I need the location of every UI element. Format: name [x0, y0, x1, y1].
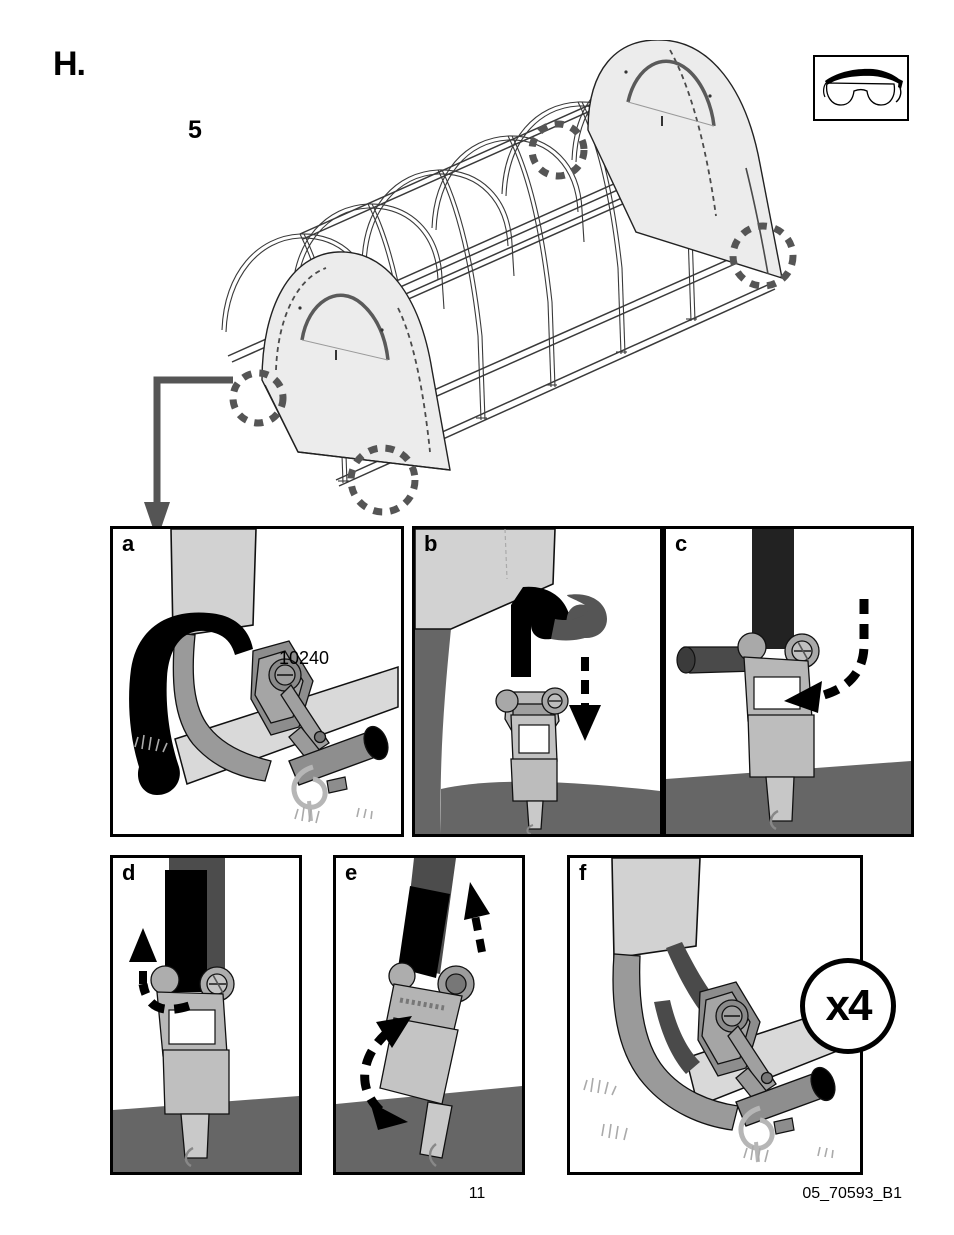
panel-letter: a — [122, 531, 135, 556]
safety-glasses-icon — [813, 55, 909, 121]
pull-up-arrow-icon — [464, 882, 490, 953]
detail-panel-a: a 10240 — [110, 526, 404, 837]
shelter-frame-illustration: .fl{fill:none;stroke:#3a3a3a;stroke-widt… — [150, 40, 910, 530]
panel-letter: b — [424, 531, 438, 556]
corner-marker — [229, 369, 287, 427]
part-number-label: 10240 — [279, 648, 330, 668]
detail-panel-b: b — [412, 526, 663, 837]
section-letter: H. — [53, 45, 86, 83]
down-arrow-icon — [569, 657, 601, 741]
corner-marker — [347, 444, 419, 516]
document-code: 05_70593_B1 — [802, 1185, 902, 1202]
step-number: 5 — [188, 116, 202, 144]
quantity-badge: x4 — [800, 958, 896, 1054]
lift-handle-arrow-icon — [129, 928, 191, 1014]
pump-handle-arrow-icon — [360, 1016, 412, 1130]
panel-letter: f — [579, 860, 587, 885]
page-number: 11 — [468, 1185, 486, 1202]
detail-panel-d: d — [110, 855, 302, 1175]
corner-marker — [729, 222, 797, 290]
detail-panel-c: c — [663, 526, 914, 837]
panel-letter: d — [122, 860, 136, 885]
callout-arrow — [120, 350, 310, 550]
rotate-down-arrow-icon — [784, 599, 869, 713]
panel-letter: c — [675, 531, 688, 556]
panel-letter: e — [345, 860, 358, 885]
detail-panel-e: e — [333, 855, 525, 1175]
corner-marker — [528, 120, 588, 180]
